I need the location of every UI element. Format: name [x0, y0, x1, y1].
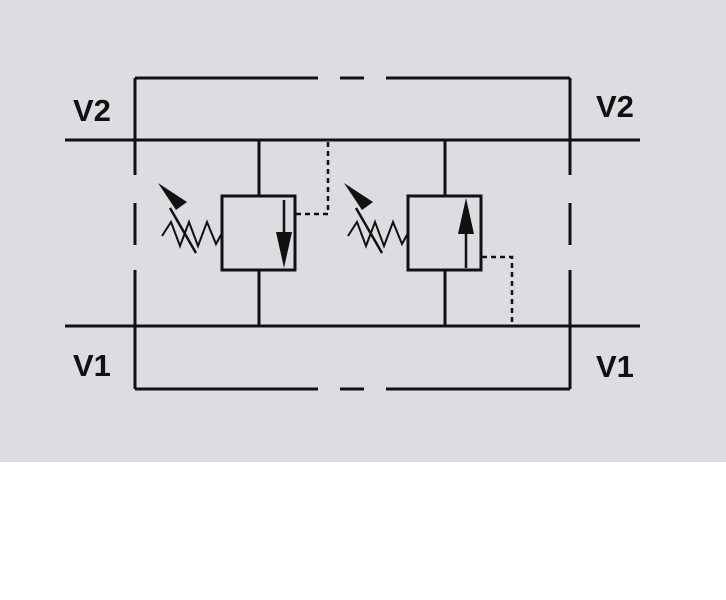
pilot-line-dashed [482, 255, 514, 326]
hydraulic-schematic: V2 V2 V1 V1 [0, 0, 726, 462]
adjustable-spring-icon [344, 183, 409, 254]
hydraulic-diagram-panel: V2 V2 V1 V1 [0, 0, 726, 462]
valve-block-outline [133, 76, 572, 391]
adjustable-spring-icon [158, 183, 223, 254]
relief-valve-right [344, 183, 514, 326]
relief-valve-left [158, 140, 330, 272]
port-label-v1-right: V1 [596, 349, 634, 384]
port-label-v1-left: V1 [73, 348, 111, 383]
panel-background [0, 0, 726, 462]
flow-lines [65, 138, 640, 328]
pilot-line-dashed [296, 140, 330, 216]
port-label-v2-left: V2 [73, 93, 111, 128]
flow-arrow-up-icon [458, 198, 474, 268]
port-label-v2-right: V2 [596, 89, 634, 124]
flow-arrow-down-icon [276, 200, 292, 268]
